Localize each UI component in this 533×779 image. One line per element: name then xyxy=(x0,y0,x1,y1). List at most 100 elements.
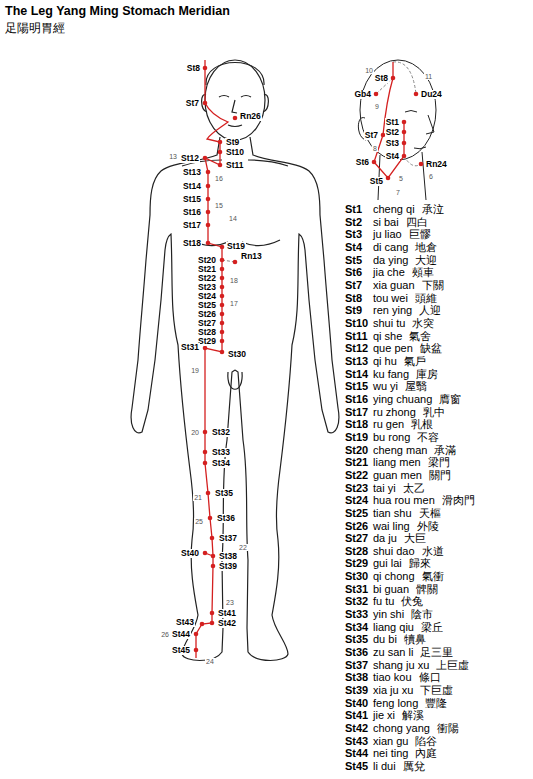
table-cell: xian gu xyxy=(373,735,408,747)
point-label: St13 xyxy=(182,168,202,177)
sequence-number: 7 xyxy=(395,189,401,196)
table-cell: wu yi xyxy=(373,380,398,392)
internal-branch xyxy=(222,62,421,262)
table-cell: St27 xyxy=(345,532,368,544)
point-label: St10 xyxy=(225,148,245,157)
table-cell: 大迎 xyxy=(415,254,437,266)
table-cell: que pen xyxy=(373,342,413,354)
table-cell: St16 xyxy=(345,393,368,405)
acupoint-dot xyxy=(203,461,208,466)
table-cell: 外陵 xyxy=(417,520,439,532)
point-label: St30 xyxy=(227,350,247,359)
nose xyxy=(232,100,237,113)
table-cell: St42 xyxy=(345,722,368,734)
table-cell: 乳根 xyxy=(411,418,433,430)
table-cell: St4 xyxy=(345,241,362,253)
table-cell: 伏兔 xyxy=(401,595,423,607)
table-cell: 犢鼻 xyxy=(404,633,426,645)
point-label: St26 xyxy=(197,310,217,319)
sequence-number: 17 xyxy=(229,300,239,307)
point-label: St17 xyxy=(182,221,202,230)
table-cell: St38 xyxy=(345,671,368,683)
table-cell: zu san li xyxy=(373,646,413,658)
point-label: St35 xyxy=(214,489,234,498)
table-cell: St43 xyxy=(345,735,368,747)
table-cell: St41 xyxy=(345,709,368,721)
table-cell: St35 xyxy=(345,633,368,645)
point-label: St7 xyxy=(185,99,200,108)
point-label: St2 xyxy=(385,128,400,137)
sequence-number: 18 xyxy=(229,277,239,284)
table-cell: St33 xyxy=(345,608,368,620)
table-cell: 髀關 xyxy=(416,583,438,595)
table-cell: St32 xyxy=(345,595,368,607)
table-cell: St12 xyxy=(345,342,368,354)
table-cell: li dui xyxy=(373,760,396,772)
meridian-path xyxy=(374,62,404,178)
meridian-line xyxy=(196,60,404,658)
point-label: St21 xyxy=(197,265,217,274)
point-label: St44 xyxy=(171,630,191,639)
point-label: St8 xyxy=(374,74,389,83)
table-cell: 條口 xyxy=(419,671,441,683)
table-cell: shang ju xu xyxy=(373,659,429,671)
table-cell: bu rong xyxy=(373,431,410,443)
table-cell: ren ying xyxy=(373,304,412,316)
point-label: St20 xyxy=(197,256,217,265)
sequence-number: 22 xyxy=(238,544,248,551)
point-label: St3 xyxy=(385,139,400,148)
table-cell: St11 xyxy=(345,330,368,342)
table-cell: shui tu xyxy=(373,317,405,329)
table-cell: St26 xyxy=(345,520,368,532)
table-cell: ku fang xyxy=(373,368,409,380)
table-cell: St7 xyxy=(345,279,362,291)
acupoint-dot xyxy=(203,101,208,106)
sequence-number: 5 xyxy=(398,175,404,182)
point-label: St23 xyxy=(197,283,217,292)
table-cell: 厲兌 xyxy=(403,760,425,772)
acupoint-dot xyxy=(402,141,407,146)
table-cell: St23 xyxy=(345,482,368,494)
table-cell: St22 xyxy=(345,469,368,481)
table-cell: 氣戶 xyxy=(404,355,426,367)
table-cell: da ju xyxy=(373,532,397,544)
acupoints xyxy=(194,66,424,653)
acupoint-dot xyxy=(220,339,225,344)
acupoint-dot xyxy=(218,163,223,168)
table-cell: St20 xyxy=(345,444,368,456)
point-label: St38 xyxy=(218,552,238,561)
table-cell: da ying xyxy=(373,254,408,266)
acupoint-dot xyxy=(206,170,211,175)
table-cell: shui dao xyxy=(373,545,415,557)
sequence-number: 8 xyxy=(372,145,378,152)
sequence-number: 24 xyxy=(205,658,215,665)
table-cell: 承泣 xyxy=(422,203,444,215)
table-cell: liang qiu xyxy=(373,621,414,633)
acupoint-dot xyxy=(386,176,391,181)
point-label: St43 xyxy=(175,618,195,627)
point-label: Rn26 xyxy=(239,112,262,121)
sequence-number: 21 xyxy=(193,494,203,501)
inset-head xyxy=(358,60,436,200)
eyes xyxy=(219,96,251,98)
table-cell: St18 xyxy=(345,418,368,430)
point-label: St42 xyxy=(217,619,237,628)
acupoint-dot xyxy=(203,66,208,71)
table-cell: 巨髎 xyxy=(409,228,431,240)
point-label: St33 xyxy=(211,448,231,457)
table-cell: 陷谷 xyxy=(415,735,437,747)
table-cell: hua rou men xyxy=(373,494,435,506)
acupoint-dot xyxy=(220,321,225,326)
point-label: St5 xyxy=(369,177,384,186)
table-cell: 下關 xyxy=(422,279,444,291)
table-cell: St9 xyxy=(345,304,362,316)
table-cell: St36 xyxy=(345,646,368,658)
nose xyxy=(426,115,434,134)
table-cell: 承滿 xyxy=(434,444,456,456)
table-cell: qi she xyxy=(373,330,402,342)
acupoint-dot xyxy=(220,258,225,263)
table-cell: 地倉 xyxy=(415,241,437,253)
table-cell: jie xi xyxy=(373,709,395,721)
table-cell: St30 xyxy=(345,570,368,582)
table-cell: 關門 xyxy=(429,469,451,481)
